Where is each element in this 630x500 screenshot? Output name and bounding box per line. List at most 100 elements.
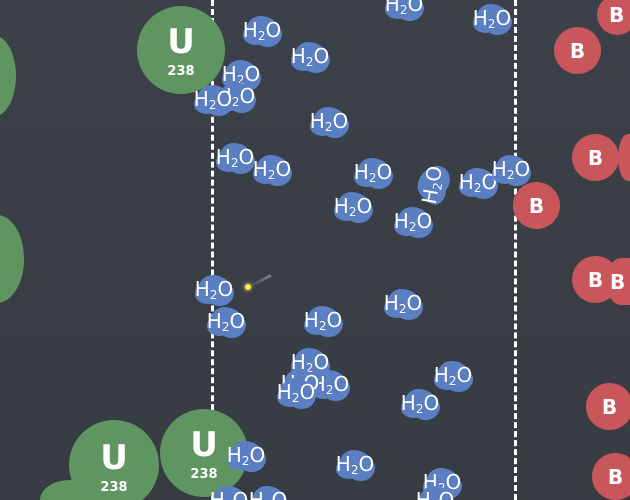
water-formula-subscript: 2: [368, 171, 377, 185]
water-formula-h: H: [242, 18, 258, 42]
water-formula-subscript: 2: [325, 383, 334, 397]
boron-symbol: B: [610, 269, 626, 294]
water-molecule: H2O: [227, 441, 265, 469]
water-formula-o: O: [249, 443, 266, 467]
water-formula-o: O: [406, 291, 423, 315]
water-molecule-shape: [397, 207, 429, 235]
water-molecule-shape: [388, 0, 420, 18]
water-formula-h: H: [383, 291, 399, 315]
water-formula: H2O: [195, 145, 275, 169]
water-formula: H2O: [380, 391, 460, 415]
water-formula: H2O: [222, 18, 302, 42]
water-molecule-shape: [357, 158, 389, 186]
water-molecule-shape: [387, 289, 419, 317]
water-formula-subscript: 2: [318, 319, 327, 333]
water-formula-o: O: [376, 160, 393, 184]
water-formula-subscript: 2: [230, 156, 239, 170]
water-formula-o: O: [239, 84, 256, 108]
water-formula: H2O: [438, 170, 518, 194]
water-formula-subscript: 2: [415, 402, 424, 416]
water-formula: H2O: [364, 0, 444, 16]
water-formula: H2O: [283, 308, 363, 332]
water-formula-h: H: [215, 145, 231, 169]
water-formula: H2O: [313, 194, 393, 218]
water-formula-o: O: [456, 363, 473, 387]
water-formula-o: O: [438, 488, 455, 500]
water-molecule: H2O: [216, 143, 254, 171]
water-formula-h: H: [333, 194, 349, 218]
water-molecule-shape: [462, 168, 494, 196]
water-formula-o: O: [326, 308, 343, 332]
water-molecule: H2O: [434, 361, 472, 389]
water-formula: H2O: [173, 87, 253, 111]
water-molecule-shape: [419, 486, 451, 500]
water-formula-h: H: [393, 209, 409, 233]
water-formula-h: H: [276, 380, 292, 404]
water-formula-o: O: [275, 157, 292, 181]
water-molecule: H2O: [304, 306, 342, 334]
uranium-symbol: U: [190, 425, 218, 465]
uranium-mass-number: 238: [190, 467, 218, 482]
water-formula-subscript: 2: [487, 17, 496, 31]
water-formula-subscript: 2: [241, 454, 250, 468]
water-formula-h: H: [290, 44, 306, 68]
water-molecule: H2O: [291, 348, 329, 376]
water-formula: H2O: [232, 157, 312, 181]
water-formula-h: H: [433, 363, 449, 387]
water-formula-subscript: 2: [257, 29, 266, 43]
water-molecule: H2O: [291, 42, 329, 70]
water-formula-o: O: [423, 391, 440, 415]
water-molecule: H2O: [310, 107, 348, 135]
water-formula: H2O: [174, 277, 254, 301]
water-formula-h: H: [472, 6, 488, 30]
water-formula-h: H: [221, 62, 237, 86]
water-formula-h: H: [415, 488, 431, 500]
water-formula-h: H: [309, 109, 325, 133]
water-molecule: H2O: [401, 389, 439, 417]
water-molecule: H2O: [222, 60, 260, 88]
water-formula-o: O: [407, 0, 424, 16]
water-molecule-shape: [476, 4, 508, 32]
water-molecule-shape: [252, 486, 284, 500]
water-formula: H2O: [315, 452, 395, 476]
left-moderator-boundary: [211, 0, 214, 500]
water-molecule-shape: [256, 155, 288, 183]
water-molecule: H2O: [492, 155, 530, 183]
water-molecule-shape: [294, 42, 326, 70]
water-formula-h: H: [248, 488, 264, 500]
water-molecule-shape: [230, 441, 262, 469]
boron-atom: B: [513, 182, 560, 229]
water-formula-h: H: [458, 170, 474, 194]
water-molecule-shape: [213, 486, 245, 500]
water-molecule: H2O: [277, 378, 315, 406]
water-molecule: H2O: [459, 168, 497, 196]
water-molecule: H2O: [334, 192, 372, 220]
water-formula-subscript: 2: [208, 98, 217, 112]
water-formula-o: O: [299, 380, 316, 404]
right-moderator-boundary: [514, 0, 517, 500]
water-formula-o: O: [232, 488, 249, 500]
water-formula: H2O: [189, 488, 269, 500]
water-molecule-shape: [210, 307, 242, 335]
water-molecule: H2O: [473, 4, 511, 32]
boron-atom: B: [572, 134, 619, 181]
water-molecule-shape: [198, 275, 230, 303]
water-formula: H2O: [452, 6, 532, 30]
water-formula-h: H: [194, 277, 210, 301]
water-formula: H2O: [395, 488, 475, 500]
water-formula: H2O: [201, 62, 281, 86]
uranium-atom-partial: [40, 480, 100, 500]
boron-symbol: B: [569, 38, 586, 63]
water-molecule: H2O: [354, 158, 392, 186]
water-formula-subscript: 2: [473, 181, 482, 195]
water-molecule-shape: [219, 143, 251, 171]
water-formula: H2O: [471, 157, 551, 181]
water-formula-subscript: 2: [350, 463, 359, 477]
water-formula: H2O: [289, 109, 369, 133]
water-formula-o: O: [333, 372, 350, 396]
water-molecule-shape: [246, 16, 278, 44]
water-molecule-shape: [437, 361, 469, 389]
water-molecule: H2O: [384, 289, 422, 317]
water-formula-o: O: [358, 452, 375, 476]
